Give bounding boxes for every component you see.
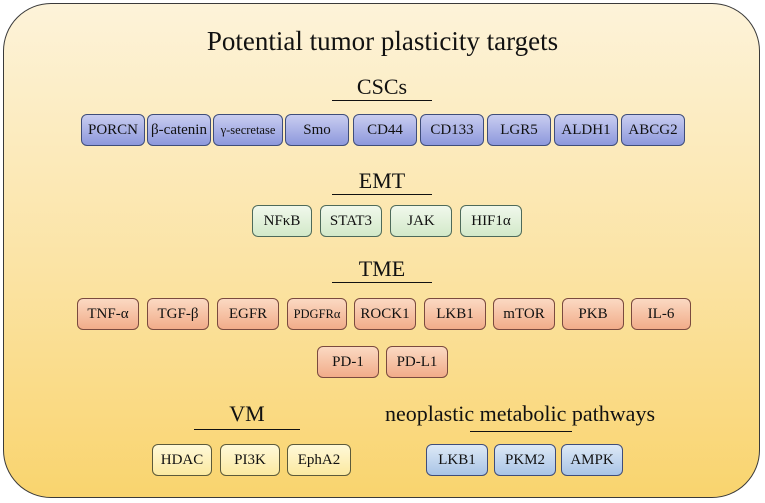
csc-target: CD44	[353, 114, 417, 146]
tme-target: PD-L1	[386, 346, 448, 378]
vm-underline	[194, 429, 300, 430]
csc-target: PORCN	[81, 114, 145, 146]
csc-target: ALDH1	[554, 114, 618, 146]
emt-target: STAT3	[320, 205, 382, 237]
vm-target: EphA2	[287, 444, 351, 476]
emt-target: NFκB	[252, 205, 312, 237]
metabolic-heading: neoplastic metabolic pathways	[384, 401, 656, 426]
tme-underline	[332, 282, 432, 283]
csc-target: γ-secretase	[213, 114, 283, 146]
tme-target: TGF-β	[147, 298, 209, 330]
diagram-title: Potential tumor plasticity targets	[206, 26, 559, 56]
tme-target: PD-1	[317, 346, 379, 378]
csc-target: β-catenin	[147, 114, 211, 146]
tme-target: LKB1	[424, 298, 486, 330]
csc-target: Smo	[285, 114, 349, 146]
tme-target: PKB	[562, 298, 624, 330]
emt-heading: EMT	[358, 168, 406, 193]
vm-target: HDAC	[152, 444, 212, 476]
background-panel	[3, 3, 760, 498]
tme-target: PDGFRα	[287, 298, 347, 330]
metabolic-target: LKB1	[426, 444, 488, 476]
emt-target: JAK	[390, 205, 452, 237]
tme-target: ROCK1	[354, 298, 416, 330]
tme-heading: TME	[358, 256, 406, 281]
tme-target: TNF-α	[77, 298, 139, 330]
csc-target: LGR5	[487, 114, 551, 146]
emt-underline	[332, 194, 432, 195]
vm-heading: VM	[229, 401, 265, 426]
tme-target: mTOR	[493, 298, 555, 330]
metabolic-target: PKM2	[494, 444, 556, 476]
vm-target: PI3K	[220, 444, 280, 476]
csc-underline	[332, 100, 432, 101]
tme-target: EGFR	[217, 298, 279, 330]
csc-target: CD133	[420, 114, 484, 146]
emt-target: HIF1α	[460, 205, 522, 237]
csc-heading: CSCs	[356, 74, 408, 99]
metabolic-target: AMPK	[561, 444, 623, 476]
metabolic-underline	[470, 431, 572, 432]
csc-target: ABCG2	[621, 114, 685, 146]
tme-target: IL-6	[631, 298, 691, 330]
